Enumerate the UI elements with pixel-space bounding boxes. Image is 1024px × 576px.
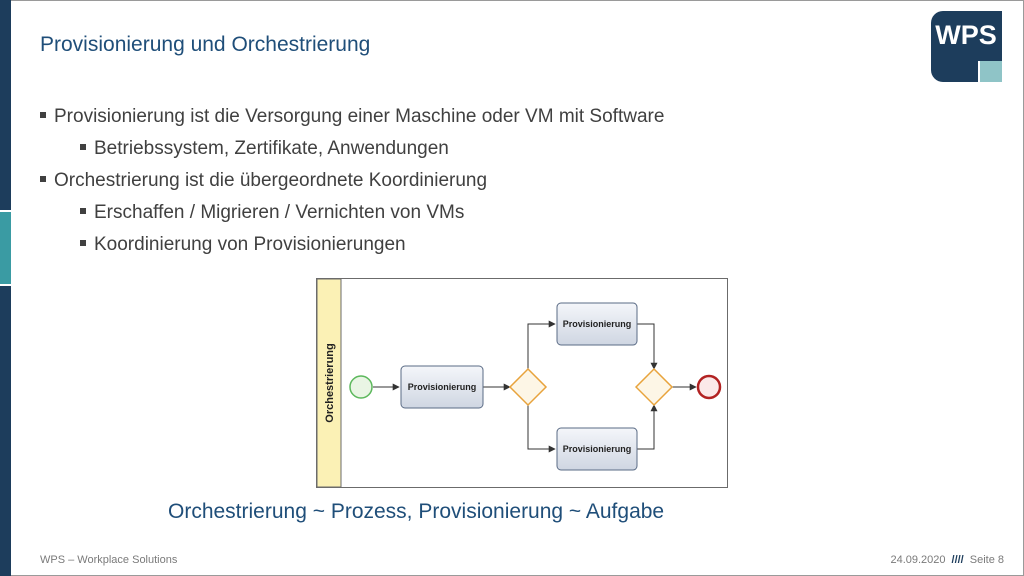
pool-lane-header [317,279,342,487]
bullet-text: Provisionierung ist die Versorgung einer… [54,106,665,127]
sub-bullet-item: Erschaffen / Migrieren / Vernichten von … [80,202,464,224]
split-gateway-icon [508,367,548,407]
task-upper [556,302,638,346]
bpmn-diagram: Orchestrierung Provisionierung Provision… [316,278,728,488]
flow-split-to-upper [527,320,556,370]
task-main-label: Provisionierung [408,382,477,392]
footer-page-number: Seite 8 [969,554,1004,566]
end-event-icon [696,374,722,400]
task-lower [556,427,638,471]
pool-lane-label: Orchestrierung [324,343,336,422]
bullet-square-icon [80,239,86,246]
bullet-text: Erschaffen / Migrieren / Vernichten von … [94,202,465,223]
bullet-item: Orchestrierung ist die übergeordnete Koo… [40,170,487,192]
sub-bullet-item: Betriebssystem, Zertifikate, Anwendungen [80,138,449,160]
bullet-square-icon [80,207,86,214]
logo-text: WPS [935,20,997,50]
footer-meta: 24.09.2020 //// Seite 8 [890,554,1004,566]
footer-separator: //// [951,554,964,566]
task-main [400,365,484,409]
task-lower-label: Provisionierung [563,444,632,454]
flow-split-to-lower [527,404,556,453]
flow-lower-to-join [637,404,658,450]
bullet-text: Koordinierung von Provisionierungen [94,234,406,255]
left-accent-bar [0,210,11,286]
bullet-square-icon [80,143,86,150]
left-brand-bar [0,0,11,576]
bullet-square-icon [40,175,46,182]
wps-logo: WPS [931,11,1002,82]
sub-bullet-item: Koordinierung von Provisionierungen [80,234,406,256]
diagram-caption: Orchestrierung ~ Prozess, Provisionierun… [168,500,665,523]
bpmn-diagram-svg: Orchestrierung Provisionierung Provision… [317,279,722,487]
bullet-item: Provisionierung ist die Versorgung einer… [40,106,664,128]
flow-upper-to-join [637,323,658,370]
bullet-text: Betriebssystem, Zertifikate, Anwendungen [94,138,449,159]
task-upper-label: Provisionierung [563,319,632,329]
join-gateway-icon [634,367,674,407]
start-event-icon [349,375,373,399]
bullet-square-icon [40,111,46,118]
bullet-text: Orchestrierung ist die übergeordnete Koo… [54,170,488,191]
footer-company: WPS – Workplace Solutions [40,554,178,566]
footer-date: 24.09.2020 [890,554,946,566]
slide-title: Provisionierung und Orchestrierung [40,33,371,56]
